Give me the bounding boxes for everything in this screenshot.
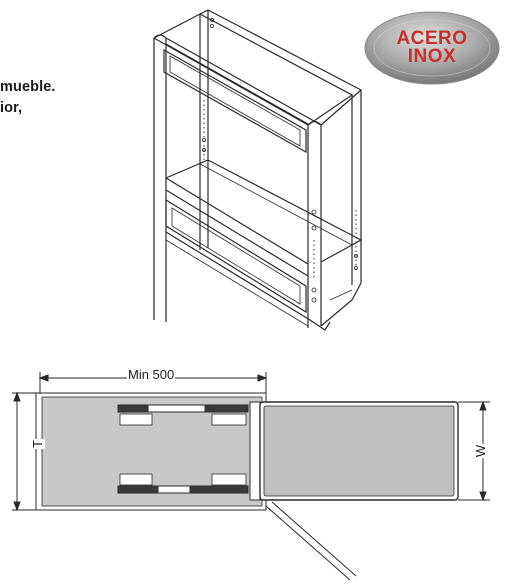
- plan-view-drawing: [0, 360, 509, 583]
- description-fragment-1: mueble.: [0, 79, 56, 95]
- t-dimension-label: T: [29, 439, 45, 449]
- badge-shape: [364, 11, 500, 85]
- badge-text-inox: INOX: [407, 46, 457, 67]
- min-depth-label: Min 500: [127, 367, 176, 382]
- badge-text-acero: ACERO: [396, 28, 468, 49]
- w-dimension-label: W: [473, 443, 489, 459]
- acero-inox-badge: ACERO INOX: [362, 8, 502, 88]
- description-fragment-2: ior,: [0, 100, 23, 116]
- pull-out-basket-illustration: [140, 0, 380, 340]
